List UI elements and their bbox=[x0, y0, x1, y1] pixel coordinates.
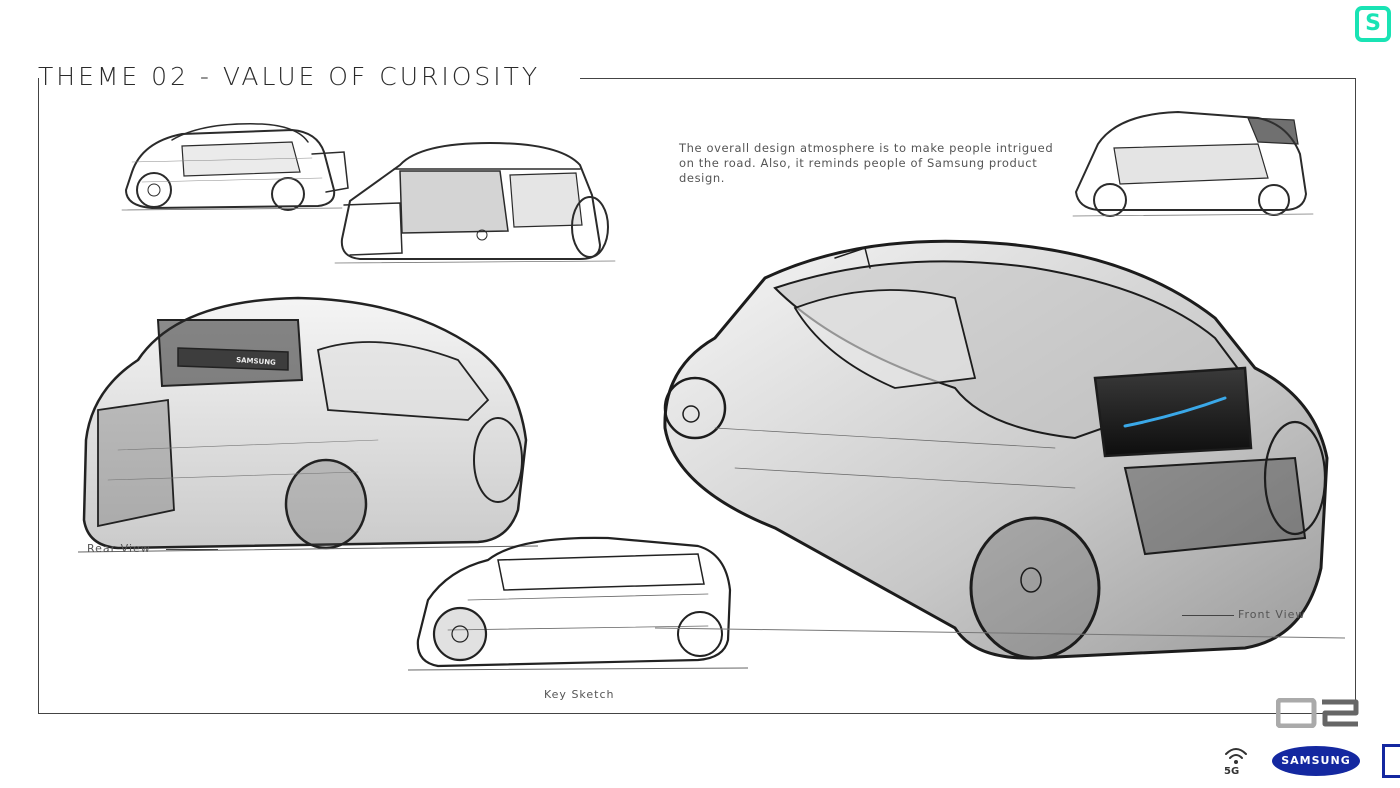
title-divider bbox=[580, 78, 1356, 79]
page-title: THEME 02 - VALUE OF CURIOSITY bbox=[38, 62, 541, 91]
sketch-front-view bbox=[655, 239, 1345, 660]
design-description: The overall design atmosphere is to make… bbox=[679, 141, 1054, 185]
rear-view-label: Rear View bbox=[87, 542, 151, 555]
vehicle-brand-text: SAMSUNG bbox=[236, 356, 276, 367]
sketch-small-side-view bbox=[121, 123, 349, 211]
wifi-5g-icon bbox=[1225, 748, 1247, 764]
rear-view-leader bbox=[166, 549, 218, 550]
network-label: 5G bbox=[1224, 766, 1240, 777]
sketch-rear-three-quarter bbox=[334, 141, 616, 264]
key-sketch-label: Key Sketch bbox=[544, 688, 615, 701]
sketch-small-front-three-quarter bbox=[1072, 110, 1314, 217]
front-view-leader bbox=[1182, 615, 1234, 616]
sketch-frame bbox=[38, 78, 1356, 714]
front-view-label: Front View bbox=[1238, 608, 1306, 621]
sketch-key bbox=[408, 536, 748, 671]
samsung-logo: SAMSUNG bbox=[1272, 746, 1360, 776]
sketch-rear-view: SAMSUNG bbox=[78, 296, 538, 553]
s-logo-icon: S bbox=[1355, 6, 1391, 42]
corner-badge bbox=[1382, 744, 1400, 778]
page-number-graphic bbox=[1276, 698, 1359, 728]
